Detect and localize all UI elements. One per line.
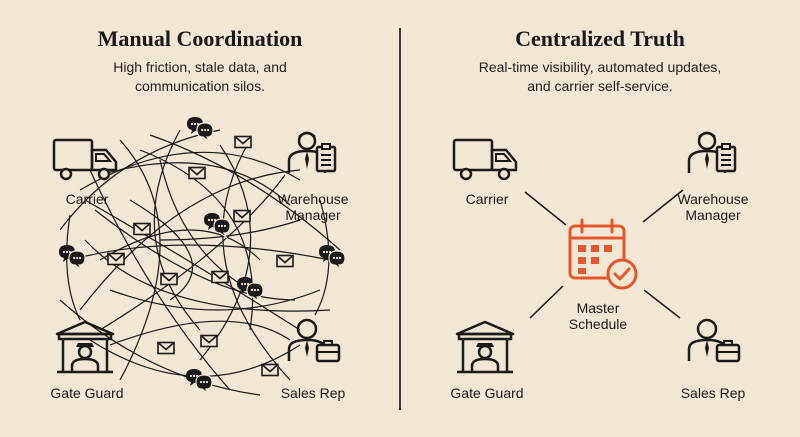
truck-icon [452,138,518,181]
left-panel-subtitle: High friction, stale data, and communica… [113,59,287,94]
sales-rep-icon [687,318,741,363]
envelope-icon [107,135,294,377]
truck-icon [52,138,118,181]
left-panel-title: Manual Coordination [97,26,303,51]
left-gate-guard-label: Gate Guard [50,385,124,401]
right-gate-guard-label: Gate Guard [450,385,524,401]
right-panel-title: Centralized Truth [515,26,685,51]
right-carrier-label: Carrier [465,191,509,207]
communication-web [59,129,341,396]
left-sales-rep-label: Sales Rep [280,385,346,401]
left-carrier-label: Carrier [65,191,109,207]
left-warehouse-manager-label: Warehouse Manager [277,191,349,223]
calendar-check-icon [568,218,638,290]
sales-rep-icon [287,318,341,363]
right-warehouse-manager-label: Warehouse Manager [677,191,749,223]
right-panel-subtitle: Real-time visibility, automated updates,… [478,59,722,94]
gate-guard-icon [55,320,115,374]
warehouse-manager-icon [287,131,337,175]
gate-guard-icon [455,320,515,374]
master-schedule-label: Master Schedule [568,300,628,332]
right-sales-rep-label: Sales Rep [680,385,746,401]
hub-spokes [524,189,684,319]
warehouse-manager-icon [687,131,737,175]
